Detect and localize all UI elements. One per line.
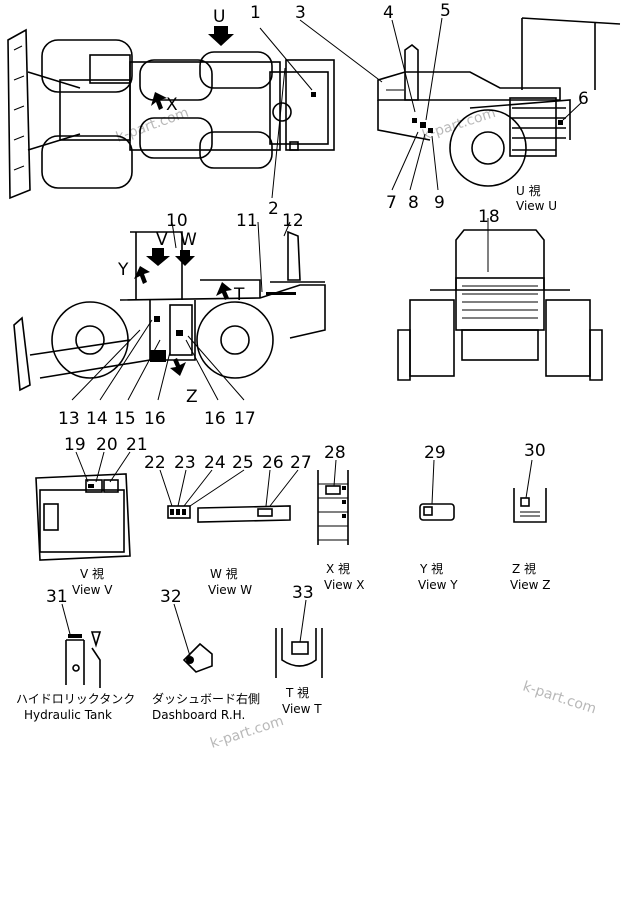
callout-29: 29: [424, 443, 446, 463]
dashboard-caption-jp: ダッシュボード右側: [152, 691, 260, 706]
callout-2: 2: [268, 199, 279, 219]
callout-26: 26: [262, 453, 284, 473]
callout-25: 25: [232, 453, 254, 473]
view-y-drawing: [419, 459, 455, 521]
view-z-label-jp: Z 視: [512, 561, 536, 576]
callout-14: 14: [86, 409, 108, 429]
dashboard-rh-drawing: [173, 603, 213, 673]
callout-18: 18: [478, 207, 500, 227]
callout-17: 17: [234, 409, 256, 429]
view-letter-v: V: [156, 230, 168, 250]
rear-view-dozer: [397, 218, 603, 381]
callout-16a: 16: [144, 409, 166, 429]
side-view-dozer: [13, 221, 326, 401]
view-u-label-en: View U: [516, 199, 557, 213]
callout-21: 21: [126, 435, 148, 455]
callout-31: 31: [46, 587, 68, 607]
callout-6: 6: [578, 89, 589, 109]
view-y-label-en: View Y: [418, 578, 458, 592]
callout-16b: 16: [204, 409, 226, 429]
view-u-label-jp: U 視: [516, 183, 541, 198]
callout-30: 30: [524, 441, 546, 461]
callout-11: 11: [236, 211, 258, 231]
callout-15: 15: [114, 409, 136, 429]
callout-13: 13: [58, 409, 80, 429]
view-letter-w: W: [180, 230, 197, 250]
callout-5: 5: [440, 1, 451, 21]
hydraulic-tank-drawing: [61, 603, 102, 688]
hydraulic-tank-caption-en: Hydraulic Tank: [24, 708, 112, 722]
view-v-drawing: [35, 451, 131, 561]
view-z-drawing: [513, 459, 547, 523]
callout-27: 27: [290, 453, 312, 473]
callout-32: 32: [160, 587, 182, 607]
view-letter-z: Z: [186, 387, 198, 407]
watermark: k-part.com: [521, 679, 598, 718]
view-z-label-en: View Z: [510, 578, 551, 592]
view-x-drawing: [317, 459, 349, 545]
view-x-label-jp: X 視: [326, 561, 350, 576]
view-u-drawing: [299, 17, 621, 191]
view-letter-x: X: [166, 95, 178, 115]
callout-9: 9: [434, 193, 445, 213]
view-x-label-en: View X: [324, 578, 365, 592]
view-y-label-jp: Y 視: [419, 561, 443, 576]
view-t-drawing: [275, 599, 323, 678]
callout-23: 23: [174, 453, 196, 473]
dashboard-caption-en: Dashboard R.H.: [152, 708, 245, 722]
view-letter-t: T: [233, 285, 245, 305]
callout-22: 22: [144, 453, 166, 473]
view-t-label-en: View T: [282, 702, 322, 716]
callout-19: 19: [64, 435, 86, 455]
view-v-label-en: View V: [72, 583, 113, 597]
view-w-drawing: [159, 469, 299, 523]
callout-3: 3: [295, 3, 306, 23]
view-w-label-jp: W 視: [210, 566, 238, 581]
top-view-dozer: [7, 26, 335, 200]
callout-24: 24: [204, 453, 226, 473]
callout-12: 12: [282, 211, 304, 231]
callout-7: 7: [386, 193, 397, 213]
callout-10: 10: [166, 211, 188, 231]
view-t-label-jp: T 視: [285, 685, 309, 700]
callout-28: 28: [324, 443, 346, 463]
callout-33: 33: [292, 583, 314, 603]
callout-20: 20: [96, 435, 118, 455]
view-w-label-en: View W: [208, 583, 252, 597]
callout-4: 4: [383, 3, 394, 23]
view-v-label-jp: V 視: [80, 566, 104, 581]
callout-8: 8: [408, 193, 419, 213]
hydraulic-tank-caption-jp: ハイドロリックタンク: [16, 692, 135, 706]
callout-1: 1: [250, 3, 261, 23]
view-letter-y: Y: [117, 260, 129, 280]
view-letter-u: U: [213, 7, 225, 27]
